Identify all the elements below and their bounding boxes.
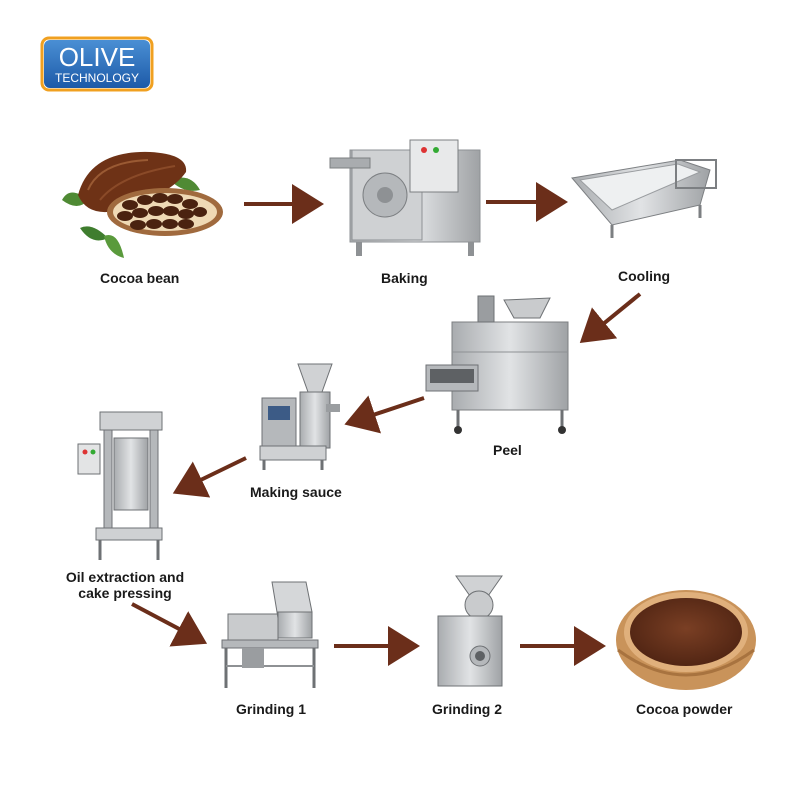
step-label-baking: Baking [381,270,428,286]
cooling-tray-icon [571,159,717,238]
hydraulic-press-icon [77,411,163,560]
grinder-machine-icon [437,575,503,687]
flow-arrow [579,292,642,344]
step-label-peel: Peel [493,442,522,458]
step-label-cocoa-bean: Cocoa bean [100,270,180,286]
colloid-mill-icon [259,363,340,470]
flow-arrow [344,395,425,434]
step-label-cocoa-powder: Cocoa powder [636,701,733,717]
logo-line1: OLIVE [59,42,136,72]
roaster-machine-icon [329,139,481,256]
peeling-machine-icon [425,295,569,434]
step-label-line: cake pressing [78,585,172,601]
flow-arrows [131,182,642,666]
step-label-making-sauce: Making sauce [250,484,342,500]
powder-bowl-icon [616,590,756,690]
flow-arrow [131,602,208,647]
step-label-grinding-1: Grinding 1 [236,701,306,717]
step-label-cooling: Cooling [618,268,671,284]
crusher-machine-icon [221,581,319,688]
cocoa-pod-icon [62,151,223,258]
step-label-grinding-2: Grinding 2 [432,701,502,717]
step-label-oil-extraction: Oil extraction and cake pressing [50,569,200,601]
step-label-line: Oil extraction and [65,569,185,585]
flow-arrow [172,456,247,498]
company-logo: OLIVE TECHNOLOGY [40,36,154,92]
logo-line2: TECHNOLOGY [55,71,139,85]
